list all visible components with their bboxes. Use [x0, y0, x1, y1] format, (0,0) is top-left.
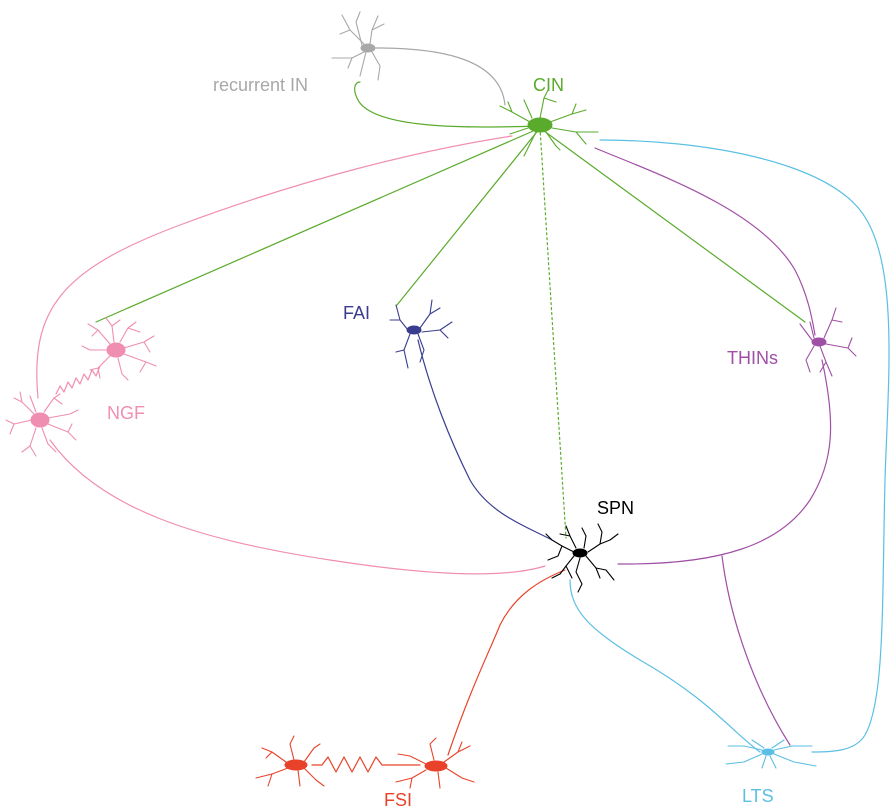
fsi-neuron-right — [395, 737, 475, 789]
ngf-lower-soma — [30, 412, 50, 428]
spn-neuron — [545, 523, 619, 593]
fsi-gap-junction — [311, 756, 421, 773]
cin-to-thins-axon — [539, 127, 806, 323]
ngf-to-spn-axon — [49, 439, 546, 575]
ngf-upper-soma — [106, 342, 126, 358]
fai-neuron — [389, 299, 453, 369]
ngf-label: NGF — [107, 403, 145, 423]
lts-label: LTS — [742, 786, 774, 806]
ngf-neuron-upper — [81, 317, 157, 381]
spn-label: SPN — [597, 498, 634, 518]
fsi-right-soma — [424, 760, 448, 772]
cin-to-ngf-axon — [95, 127, 541, 323]
ngf-to-cin-axon — [36, 135, 513, 399]
cin-to-fai-axon — [396, 127, 541, 306]
thins-to-spn-axon — [617, 359, 832, 565]
cin-soma — [527, 117, 553, 133]
fai-label: FAI — [343, 303, 370, 323]
spn-soma — [572, 548, 588, 558]
lts-soma — [761, 748, 775, 756]
lts-to-cin-axon — [599, 139, 890, 753]
cin-to-recurrent-in-axon — [354, 81, 541, 128]
thins-neuron — [799, 307, 857, 377]
lts-neuron — [725, 739, 817, 769]
fai-to-spn-axon — [417, 339, 553, 541]
cin-label: CIN — [533, 75, 564, 95]
fsi-left-soma — [284, 759, 308, 771]
thins-label: THINs — [727, 348, 778, 368]
recurrent-in-neuron — [331, 11, 385, 81]
ngf-gap-junction — [55, 365, 101, 395]
cin-neuron — [499, 89, 599, 157]
thins-to-lts-axon — [721, 555, 791, 746]
ngf-neuron-lower — [5, 391, 79, 457]
fsi-label: FSI — [384, 790, 412, 810]
fai-soma — [406, 325, 422, 335]
thins-to-cin-axon — [594, 147, 816, 336]
fsi-neuron-left — [255, 735, 325, 787]
thins-soma — [811, 337, 827, 347]
cin-to-spn-dotted-axon — [539, 127, 567, 539]
spn-to-lts-axon — [569, 579, 761, 753]
recurrent-in-label: recurrent IN — [213, 75, 308, 95]
fsi-to-spn-axon — [447, 569, 566, 756]
recurrent-in-to-cin-axon — [375, 47, 506, 106]
